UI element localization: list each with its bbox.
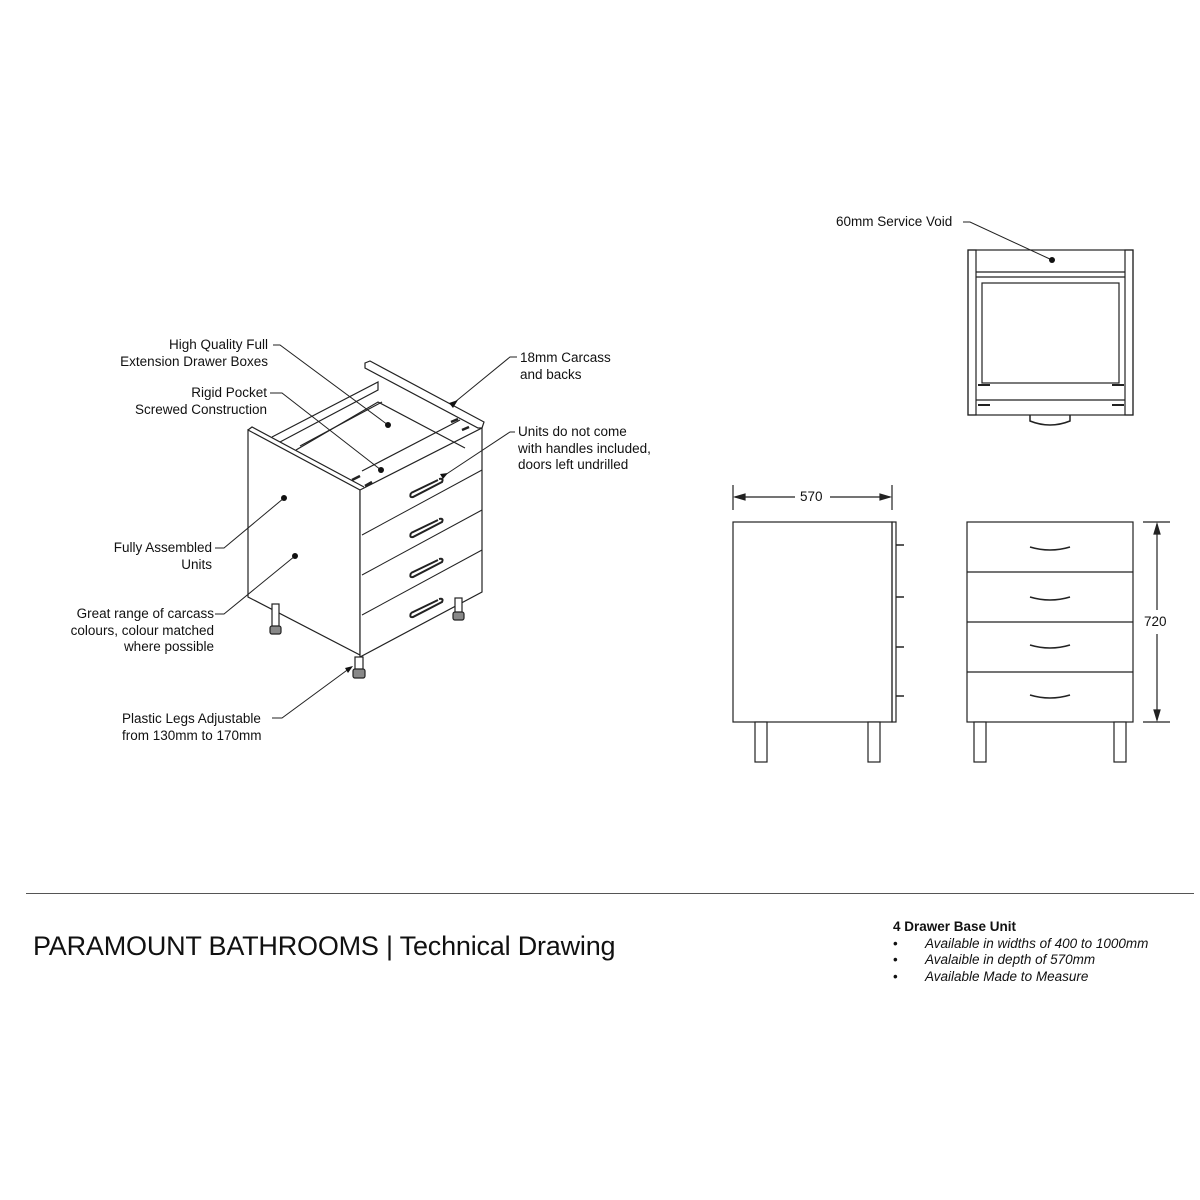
label-line: colours, colour matched (70, 622, 214, 638)
label-line: Great range of carcass (76, 606, 214, 621)
leader-dots (281, 257, 1055, 673)
leader-lines (215, 221, 1053, 719)
bullet: • (893, 952, 898, 967)
dimension-depth: 570 (800, 489, 823, 504)
label-line: Units do not come (518, 424, 627, 439)
spec-text: Avalaible in depth of 570mm (925, 952, 1096, 967)
label-line: Rigid Pocket (191, 385, 267, 400)
leg (352, 656, 366, 679)
label-line: Screwed Construction (134, 401, 267, 417)
spec-text: Available Made to Measure (925, 968, 1089, 984)
label-line: Units (181, 556, 212, 572)
label-line: where possible (123, 639, 214, 654)
label-line: from 130mm to 170mm (122, 727, 262, 743)
spec-item: • Avalaible in depth of 570mm (893, 952, 1148, 969)
bullet: • (893, 935, 898, 951)
label-line: Plastic Legs Adjustable (122, 711, 261, 726)
spec-text: Available in widths of 400 to 1000mm (925, 935, 1149, 951)
front-view (966, 521, 1170, 763)
label-line: Fully Assembled (113, 540, 212, 555)
side-view (732, 485, 904, 763)
bullet: • (893, 968, 898, 984)
spec-block: 4 Drawer Base Unit • Available in widths … (893, 919, 1148, 985)
leg (452, 597, 465, 621)
spec-heading: 4 Drawer Base Unit (893, 919, 1017, 934)
spec-item: • Available in widths of 400 to 1000mm (893, 936, 1148, 953)
label-line: with handles included, (518, 440, 651, 456)
dimension-height: 720 (1144, 614, 1167, 629)
leg (269, 603, 282, 635)
divider (26, 893, 1194, 894)
label-line: 18mm Carcass (520, 350, 611, 365)
label-line: and backs (520, 366, 582, 382)
label-service-void: 60mm Service Void (836, 214, 953, 229)
top-view (967, 249, 1134, 426)
drawing-title: PARAMOUNT BATHROOMS | Technical Drawing (33, 931, 616, 961)
isometric-cabinet (247, 360, 485, 679)
label-line: High Quality Full (168, 337, 268, 352)
label-line: Extension Drawer Boxes (120, 353, 268, 369)
spec-item: • Available Made to Measure (893, 969, 1148, 986)
label-line: doors left undrilled (518, 457, 629, 472)
